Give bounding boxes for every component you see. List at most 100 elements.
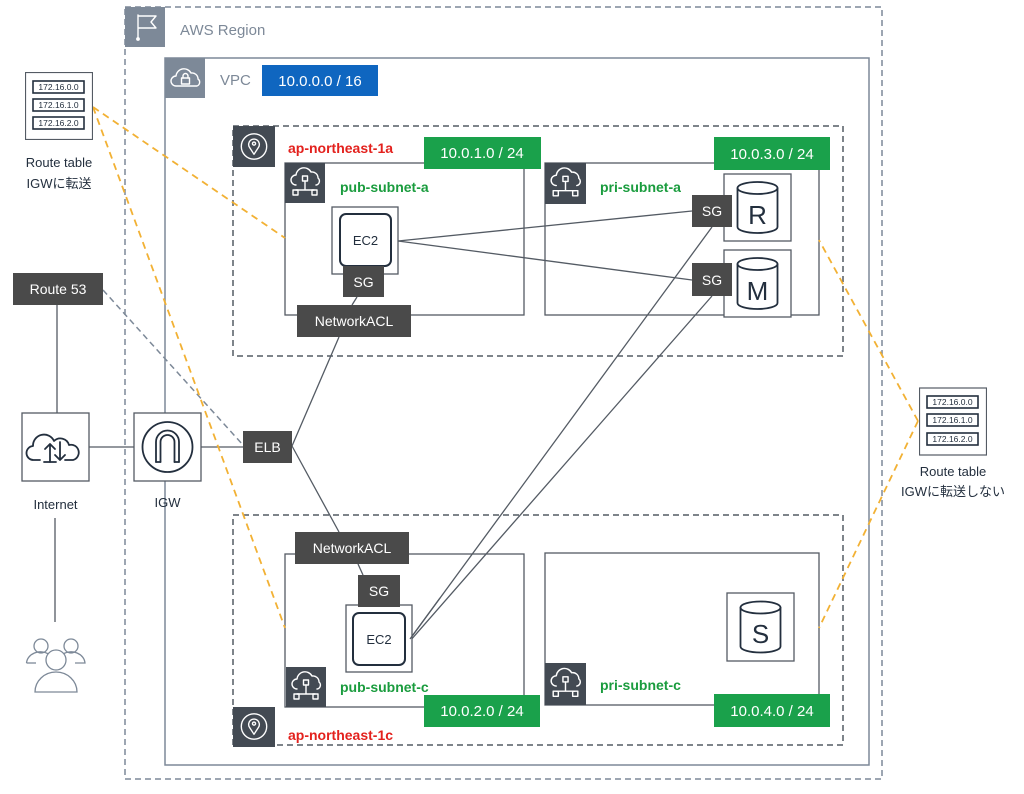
pub-subnet-a: pub-subnet-a [284, 162, 525, 316]
route-associations [92, 106, 919, 629]
vpc-cidr-badge: 10.0.0.0 / 16 [262, 65, 378, 96]
route-entry: 172.16.1.0 [32, 98, 85, 112]
sg-nacl-a-line [351, 296, 358, 306]
ec2-label: EC2 [353, 233, 378, 248]
internet[interactable] [21, 412, 90, 482]
pub-subnet-a-cidr-badge: 10.0.1.0 / 24 [424, 137, 541, 169]
security-group-replica[interactable]: SG [692, 195, 732, 227]
security-group-a[interactable]: SG [343, 266, 384, 297]
route-entry: 172.16.0.0 [32, 80, 85, 94]
route-entry-text: 172.16.1.0 [38, 100, 78, 110]
rt-private-subnet-c-line [818, 420, 919, 629]
vpc-label: VPC [220, 72, 251, 89]
internet-label: Internet [33, 497, 77, 512]
subnet-icon [285, 163, 325, 203]
route-entry: 172.16.2.0 [926, 432, 979, 446]
route-table-private-label: Route table [920, 464, 987, 479]
nacl-sg-c-line [357, 563, 364, 576]
sg-label: SG [369, 583, 389, 599]
internet-gateway[interactable] [133, 412, 202, 482]
aws-region-border [124, 6, 883, 780]
cloud-upload-download-icon [25, 433, 80, 463]
route-entry: 172.16.0.0 [926, 395, 979, 409]
rds-replica[interactable]: R [723, 173, 792, 242]
az-1c-border [232, 514, 844, 746]
sg-label: SG [702, 272, 722, 288]
sg-label: SG [702, 203, 722, 219]
sg-label: SG [353, 274, 373, 290]
subnet-icon [545, 163, 586, 204]
elb-nacl-c-line [291, 445, 340, 533]
ec2-instance-a[interactable]: EC2 [331, 206, 399, 275]
vpc-cidr-text: 10.0.0.0 / 16 [278, 73, 361, 90]
az-1a-label: ap-northeast-1a [288, 140, 393, 156]
pri-subnet-a-label: pri-subnet-a [600, 179, 681, 195]
ec2-label: EC2 [366, 632, 391, 647]
connections [54, 210, 713, 642]
pri-subnet-c-cidr: 10.0.4.0 / 24 [730, 703, 813, 720]
users-icon [25, 638, 86, 693]
rt-public-subnet-c-line [92, 106, 286, 629]
rt-private-subnet-a-line [818, 239, 919, 422]
pub-subnet-c-label: pub-subnet-c [340, 679, 429, 695]
flag-icon [125, 7, 165, 47]
route-entry-text: 172.16.1.0 [932, 415, 972, 425]
route-entry-text: 172.16.2.0 [932, 434, 972, 444]
subnet-icon [545, 663, 586, 705]
route-table-private[interactable]: 172.16.0.0 172.16.1.0 172.16.2.0 [919, 387, 987, 456]
ec2a-db-m-line [397, 240, 693, 281]
vpc-group: VPC 10.0.0.0 / 16 [164, 57, 870, 766]
location-pin-icon [233, 126, 275, 167]
ec2c-db-r-line [409, 226, 713, 640]
nacl-label: NetworkACL [315, 313, 394, 329]
pub-subnet-a-cidr: 10.0.1.0 / 24 [440, 145, 523, 162]
pri-subnet-a-cidr: 10.0.3.0 / 24 [730, 146, 813, 163]
network-acl-c[interactable]: NetworkACL [295, 532, 409, 564]
rds-master[interactable]: M [723, 249, 792, 318]
db-standby-letter: S [752, 619, 769, 649]
elb-label: ELB [254, 439, 280, 455]
ec2c-db-m-line [409, 295, 713, 642]
subnet-icon [286, 667, 326, 707]
gateway-icon [141, 421, 194, 473]
rt-public-subnet-a-line [92, 106, 286, 239]
igw-label: IGW [155, 495, 182, 510]
cloud-lock-icon [165, 58, 205, 98]
ec2c-link-stub [409, 597, 441, 640]
elastic-load-balancer[interactable]: ELB [243, 431, 292, 463]
route-table-public-label: Route table [26, 155, 93, 170]
route53[interactable]: Route 53 [13, 273, 103, 305]
ec2-instance-c[interactable]: EC2 [345, 604, 413, 673]
route-entry: 172.16.1.0 [926, 413, 979, 427]
pri-subnet-c-border [544, 552, 820, 706]
pub-subnet-c-cidr-badge: 10.0.2.0 / 24 [424, 695, 540, 727]
db-replica-letter: R [748, 200, 767, 230]
aws-region-label: AWS Region [180, 22, 265, 39]
route53-label: Route 53 [30, 281, 87, 297]
pub-subnet-a-label: pub-subnet-a [340, 179, 429, 195]
security-group-c[interactable]: SG [358, 575, 400, 607]
availability-zone-1c: pub-subnet-c 10.0.2.0 / 24 pri-subnet-c … [232, 514, 844, 747]
route-entry-text: 172.16.0.0 [38, 82, 78, 92]
db-master-letter: M [747, 276, 769, 306]
route-table-public-note: IGWに転送 [27, 176, 92, 191]
vpc-border [164, 57, 870, 766]
network-acl-a[interactable]: NetworkACL [297, 305, 411, 337]
ec2a-db-r-line [397, 210, 693, 242]
route-entry-text: 172.16.0.0 [932, 397, 972, 407]
route53-elb-dashed-line [102, 289, 244, 446]
az-1a-border [232, 125, 844, 357]
pri-subnet-c: pri-subnet-c [544, 552, 820, 706]
pri-subnet-c-label: pri-subnet-c [600, 677, 681, 693]
route-entry-text: 172.16.2.0 [38, 118, 78, 128]
elb-nacl-a-line [291, 336, 340, 447]
security-group-master[interactable]: SG [692, 263, 732, 296]
route-entry: 172.16.2.0 [32, 116, 85, 130]
az-1c-label: ap-northeast-1c [288, 727, 393, 743]
location-pin-icon [233, 707, 275, 747]
rds-standby[interactable]: S [726, 592, 795, 662]
pub-subnet-c-cidr: 10.0.2.0 / 24 [440, 703, 523, 720]
route-table-public[interactable]: 172.16.0.0 172.16.1.0 172.16.2.0 [25, 72, 93, 140]
route-table-private-note: IGWに転送しない [901, 484, 1005, 499]
